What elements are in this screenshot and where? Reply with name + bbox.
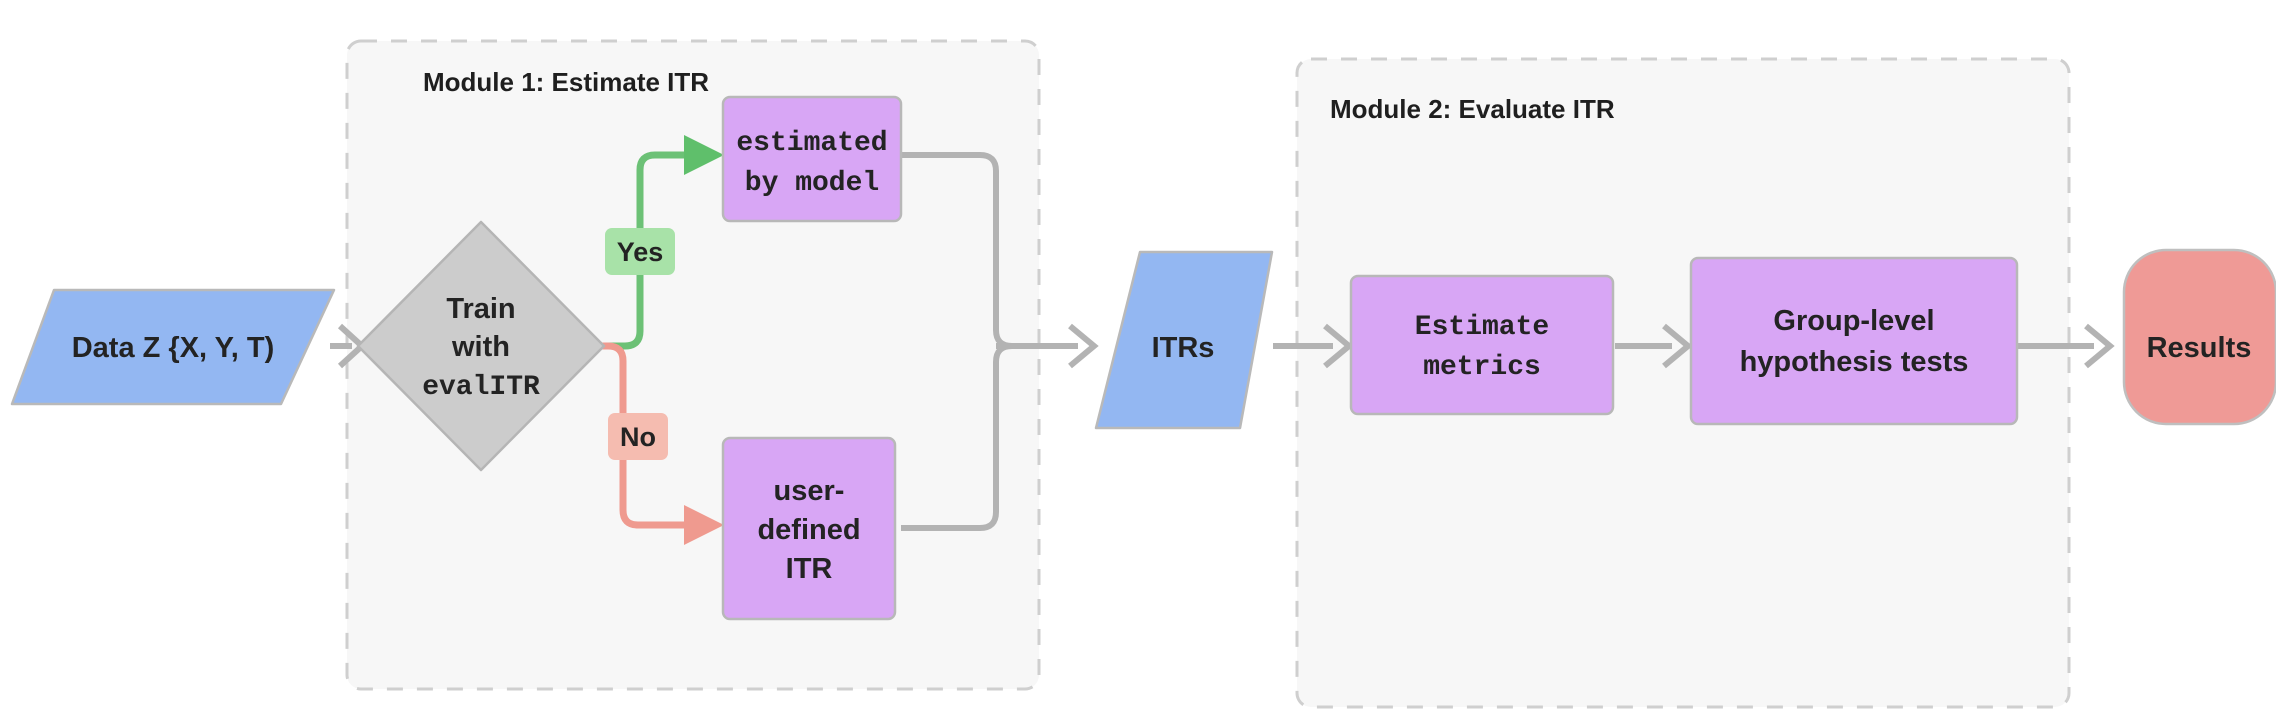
results-label: Results — [2147, 332, 2252, 364]
no-badge-label: No — [620, 422, 656, 452]
estimated-by-model-shape — [721, 95, 903, 223]
module-2-title: Module 2: Evaluate ITR — [1330, 94, 1615, 124]
module-1-title: Module 1: Estimate ITR — [423, 67, 709, 97]
node-estimate-metrics[interactable]: Estimate metrics — [1349, 274, 1615, 416]
estimated-by-model-label-line1: estimated — [736, 128, 887, 159]
user-defined-itr-label-line1: user- — [774, 475, 845, 507]
estimate-metrics-shape — [1349, 274, 1615, 416]
node-itrs[interactable]: ITRs — [1094, 250, 1274, 430]
hypothesis-tests-label-line1: Group-level — [1773, 305, 1934, 337]
edge-label-yes: Yes — [605, 228, 675, 275]
estimated-by-model-label-line2: by model — [745, 168, 879, 199]
node-hypothesis-tests[interactable]: Group-level hypothesis tests — [1689, 256, 2019, 426]
edge-yes-arrowhead — [684, 135, 724, 175]
node-results[interactable]: Results — [2122, 248, 2276, 426]
user-defined-itr-label-line3: ITR — [786, 553, 833, 585]
no-badge-background — [608, 413, 668, 460]
estimate-metrics-label-line1: Estimate — [1415, 312, 1549, 343]
edge-no-arrowhead — [684, 505, 724, 545]
decision-label-line2: with — [451, 331, 510, 363]
edge-itrs-to-estimate-metrics-arrowhead — [1323, 323, 1354, 369]
node-user-defined-itr[interactable]: user- defined ITR — [721, 436, 897, 621]
decision-label-line1: Train — [446, 293, 515, 325]
user-defined-itr-shape — [721, 436, 897, 621]
edge-metrics-to-tests-arrowhead — [1662, 323, 1693, 369]
itrs-shape — [1094, 250, 1274, 430]
yes-badge-label: Yes — [617, 237, 664, 267]
decision-label-line3: evalITR — [422, 372, 540, 403]
itrs-label: ITRs — [1152, 332, 1215, 364]
edge-merge-to-itrs-arrowhead — [1068, 323, 1099, 369]
hypothesis-tests-label-line2: hypothesis tests — [1740, 346, 1969, 378]
hypothesis-tests-shape — [1689, 256, 2019, 426]
results-shape — [2122, 248, 2276, 426]
yes-badge-background — [605, 228, 675, 275]
node-estimated-by-model[interactable]: estimated by model — [721, 95, 903, 223]
node-decision[interactable]: Train with evalITR — [356, 220, 606, 472]
data-input-shape — [10, 288, 336, 406]
node-data-input[interactable]: Data Z {X, Y, T) — [10, 288, 336, 406]
decision-shape — [356, 220, 606, 472]
estimate-metrics-label-line2: metrics — [1423, 352, 1541, 383]
data-input-label: Data Z {X, Y, T) — [72, 332, 275, 364]
edge-label-no: No — [608, 413, 668, 460]
user-defined-itr-label-line2: defined — [757, 514, 860, 546]
module-2-container — [1295, 57, 2071, 709]
edge-tests-to-results-arrowhead — [2084, 323, 2115, 369]
